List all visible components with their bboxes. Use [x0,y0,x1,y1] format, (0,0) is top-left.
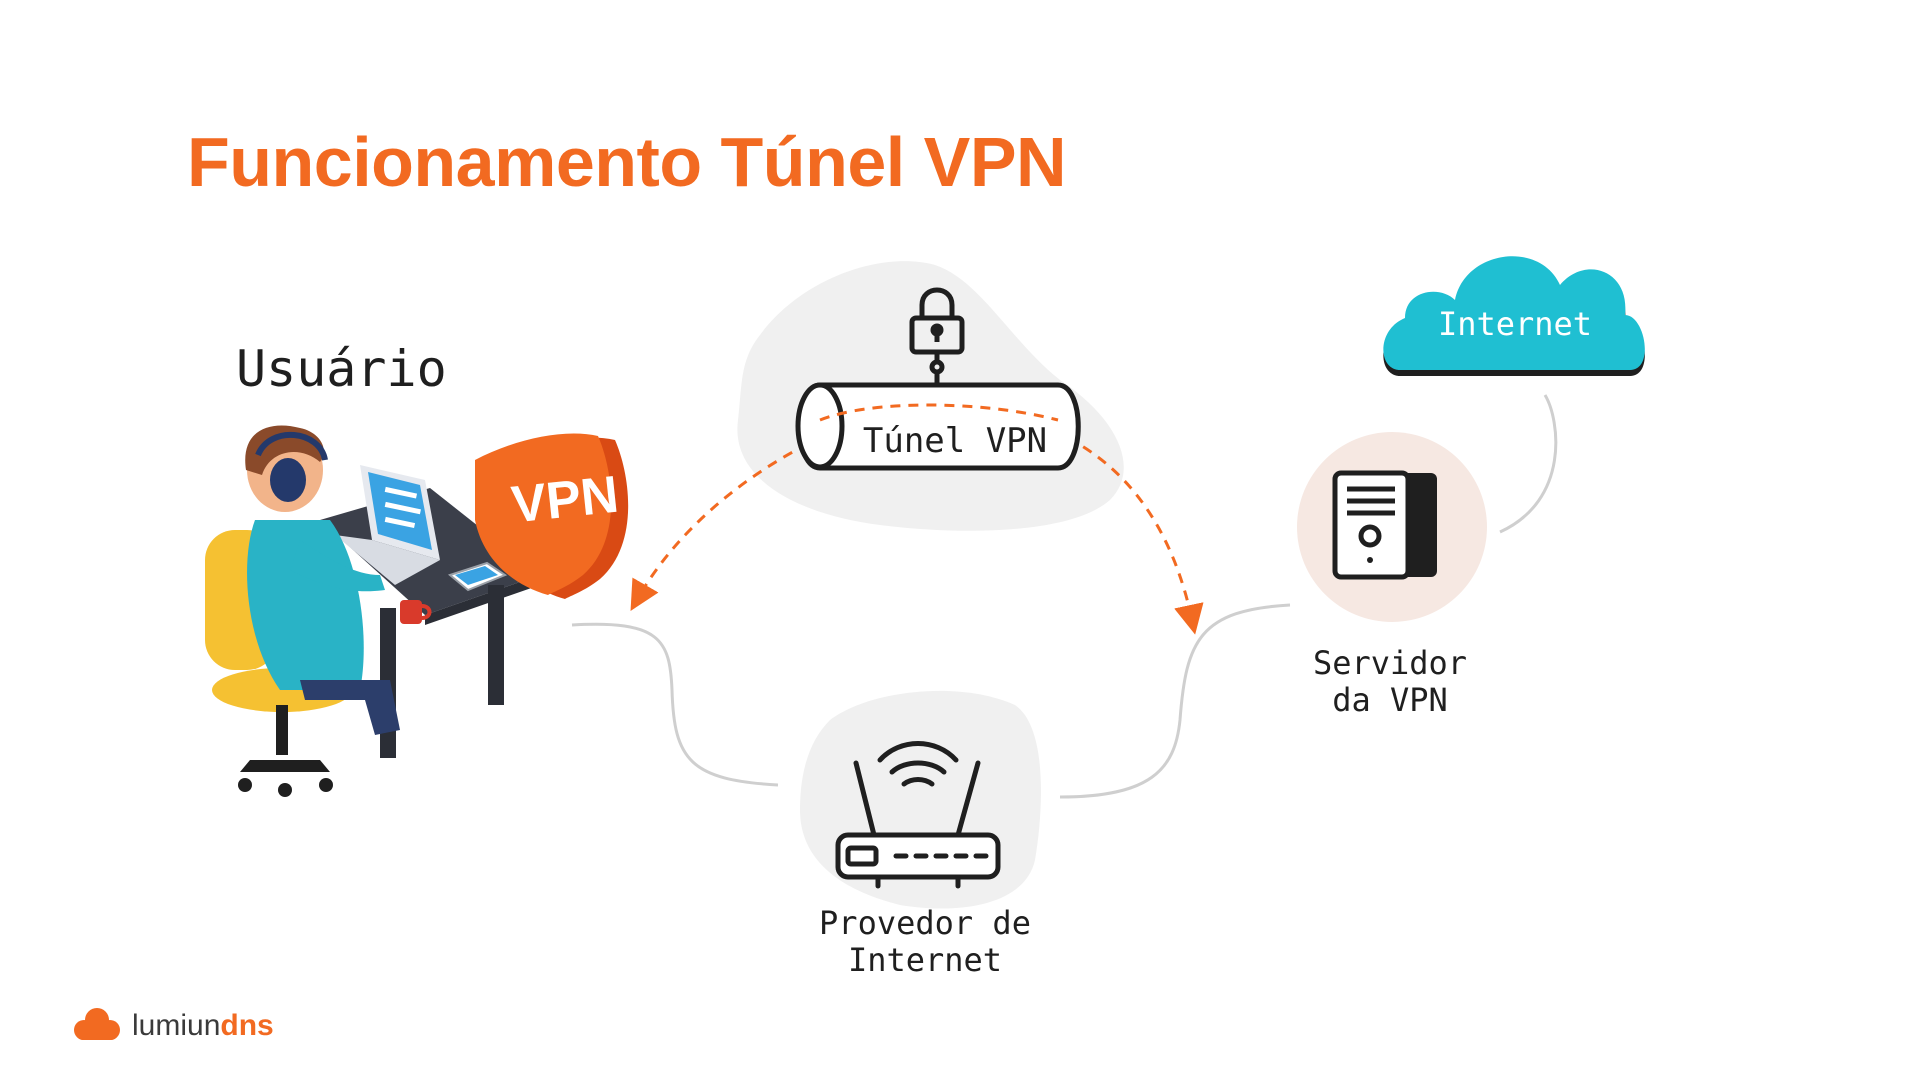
user-label: Usuário [236,340,447,398]
logo-text-part1: lumiun [132,1009,221,1042]
logo-cloud-icon [74,1008,120,1040]
shield-icon [475,433,629,599]
user-illustration [205,425,540,797]
connector-isp-server [1059,603,1291,799]
isp-label-line2: Internet [847,941,1003,979]
tunnel-icon [795,382,1081,471]
server-label-line2: da VPN [1332,681,1448,719]
connector-user-isp [571,622,779,787]
tunnel-inner-dash [819,403,1059,422]
brand-logo: lumiun dns [72,1008,274,1044]
connector-server-internet [1499,394,1558,534]
tunnel-label: Túnel VPN [862,421,1048,461]
cloud-icon [1383,256,1645,376]
lock-icon [909,287,965,385]
tunnel-arrow-left [630,408,911,612]
wifi-icon [877,741,959,787]
router-icon [835,760,1001,889]
server-icon [1332,470,1437,580]
page-title: Funcionamento Túnel VPN [187,123,1067,201]
server-label-line1: Servidor [1312,644,1468,682]
isp-label-line1: Provedor de [819,904,1031,942]
server-label: Servidor da VPN [1290,645,1490,719]
isp-label: Provedor de Internet [800,905,1050,979]
logo-text-part2: dns [220,1009,274,1042]
internet-label: Internet [1437,305,1593,343]
